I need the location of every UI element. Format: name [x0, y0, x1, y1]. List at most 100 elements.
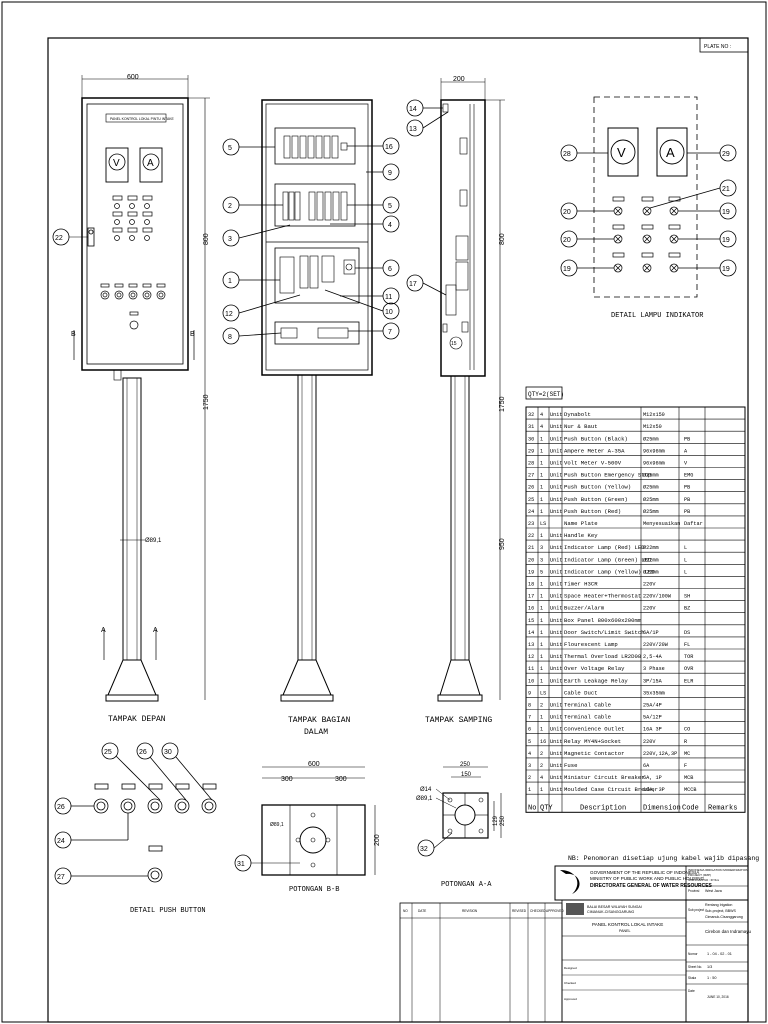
bom-cell: Handle Key: [564, 532, 598, 539]
callout-25: 25: [104, 749, 112, 756]
bom-cell: 96x96mm: [643, 448, 665, 454]
callout-7: 7: [388, 329, 392, 336]
dim-aa-h1: 129: [493, 815, 499, 826]
callout-1: 1: [228, 278, 232, 285]
bom-cell: 16: [540, 739, 546, 745]
callout-8: 8: [228, 334, 232, 341]
bom-cell: DS: [684, 630, 690, 636]
dim-aa-pipe: Ø89,1: [416, 796, 433, 802]
rev-col-revision: REVISION: [462, 909, 478, 913]
bom-cell: 2,5-4A: [643, 654, 663, 660]
plate-box: [699, 37, 749, 53]
bom-cell: 1: [540, 436, 543, 442]
bom-cell: Unit: [550, 436, 562, 442]
bom-cell: Unit: [550, 557, 562, 563]
bom-cell: 6: [528, 727, 531, 733]
bom-cell: 24: [528, 509, 534, 515]
province-value: West Java: [705, 889, 722, 893]
bom-cell: Ø22mm: [643, 544, 659, 551]
bom-cell: 28: [528, 461, 534, 467]
bom-cell: R: [684, 739, 687, 745]
bom-cell: 27: [528, 473, 534, 479]
bom-cell: 6A/1P: [643, 630, 659, 636]
bom-header-cell: Dimension: [643, 804, 681, 812]
bom-cell: LS: [540, 521, 546, 527]
amp-symbol: A: [147, 158, 154, 169]
bom-cell: Unit: [550, 751, 562, 757]
bom-cell: 3: [540, 557, 543, 563]
bom-cell: Unit: [550, 545, 562, 551]
bom-cell: 6A, 1P: [643, 775, 662, 781]
subproject-line-1: Rentang Irigation: [705, 903, 732, 907]
amp-meter: [139, 147, 163, 183]
bom-cell: Unit: [550, 715, 562, 721]
bom-cell: 2: [540, 763, 543, 769]
bom-cell: Terminal Cable: [564, 714, 611, 721]
bom-header-cell: No: [528, 804, 536, 812]
callout-12: 12: [225, 311, 233, 318]
bom-cell: 20: [528, 557, 534, 563]
bom-cell: Over Voltage Relay: [564, 665, 625, 672]
bom-cell: Ø22mm: [643, 556, 659, 563]
callout-32: 32: [420, 846, 428, 853]
bom-cell: Unit: [550, 642, 562, 648]
section-mark-a-left: A: [101, 627, 106, 634]
dim-side-width: 200: [453, 76, 465, 83]
bom-cell: 1: [540, 448, 543, 454]
dim-aa-bolt: Ø14: [420, 787, 432, 793]
dim-side-pole: 1750: [499, 396, 506, 412]
title-block: GOVERNMENT OF THE REPUBLIC OF INDONESIA …: [399, 865, 751, 1023]
panel-box: [81, 97, 189, 371]
bom-cell: 9: [528, 690, 531, 696]
bom-cell: 35x35mm: [643, 690, 665, 696]
dim-bb-left: 300: [281, 776, 293, 783]
bom-cell: FL: [684, 642, 690, 648]
bom-cell: 1: [540, 509, 543, 515]
lamp-amp-symbol: A: [666, 145, 675, 160]
bom-cell: EMG: [684, 473, 693, 479]
bom-cell: 8: [528, 703, 531, 709]
approved-label: Approved: [564, 997, 577, 1001]
subproject-line-3: Cimanuk-Cisanggarung: [705, 915, 743, 919]
bom-cell: Timer H3CR: [564, 581, 598, 588]
nomor-value: 1 - 04 - 02 - 01: [707, 952, 732, 956]
sheet-label: Sheet No.: [688, 965, 702, 969]
bom-cell: Thermal Overload LR2D08: [564, 653, 641, 660]
callout-2: 2: [228, 203, 232, 210]
callout-21: 21: [722, 186, 730, 193]
bom-cell: 16: [528, 606, 534, 612]
bom-cell: PB: [684, 497, 690, 503]
project-line-2: PROJECT (IIMP): [688, 873, 711, 877]
bom-cell: 1: [540, 497, 543, 503]
bom-cell: Push Button (Green): [564, 496, 628, 503]
callout-20a: 20: [563, 209, 571, 216]
bom-cell: 16A, 3P: [643, 787, 665, 793]
bom-cell: 6A: [643, 763, 650, 769]
callout-3: 3: [228, 236, 232, 243]
consultant-logo: [566, 903, 584, 915]
dim-bb-right: 300: [335, 776, 347, 783]
callout-9: 9: [388, 170, 392, 177]
inside-box: [261, 99, 373, 376]
bom-cell: 19: [528, 569, 534, 575]
inside-view-title-1: TAMPAK BAGIAN: [288, 716, 351, 725]
section-bb: 600 300 300 200 Ø89,1 31 POTONGAN B-B: [234, 761, 381, 894]
bom-cell: 220V/20W: [643, 642, 669, 648]
bom-cell: 3P/15A: [643, 678, 663, 684]
bom-cell: Relay MY4N+Socket: [564, 738, 621, 745]
bom-cell: Unit: [550, 485, 562, 491]
bom-cell: Unit: [550, 606, 562, 612]
bom-cell: Dynabolt: [564, 411, 591, 418]
bom-cell: Buzzer/Alarm: [564, 605, 605, 612]
callout-6: 6: [388, 266, 392, 273]
bom-cell: 18: [528, 582, 534, 588]
bom-cell: Push Button (Black): [564, 435, 628, 442]
consultant-line-2: CIMANUK-CISANGGARUNG: [587, 910, 635, 914]
bom-cell: Unit: [550, 424, 562, 430]
bom-cell: M12x150: [643, 412, 665, 418]
callout-11: 11: [385, 294, 392, 301]
bom-cell: 220V: [643, 606, 656, 612]
callout-4: 4: [388, 222, 392, 229]
callout-30: 30: [164, 749, 172, 756]
bom-cell: 1: [540, 461, 543, 467]
